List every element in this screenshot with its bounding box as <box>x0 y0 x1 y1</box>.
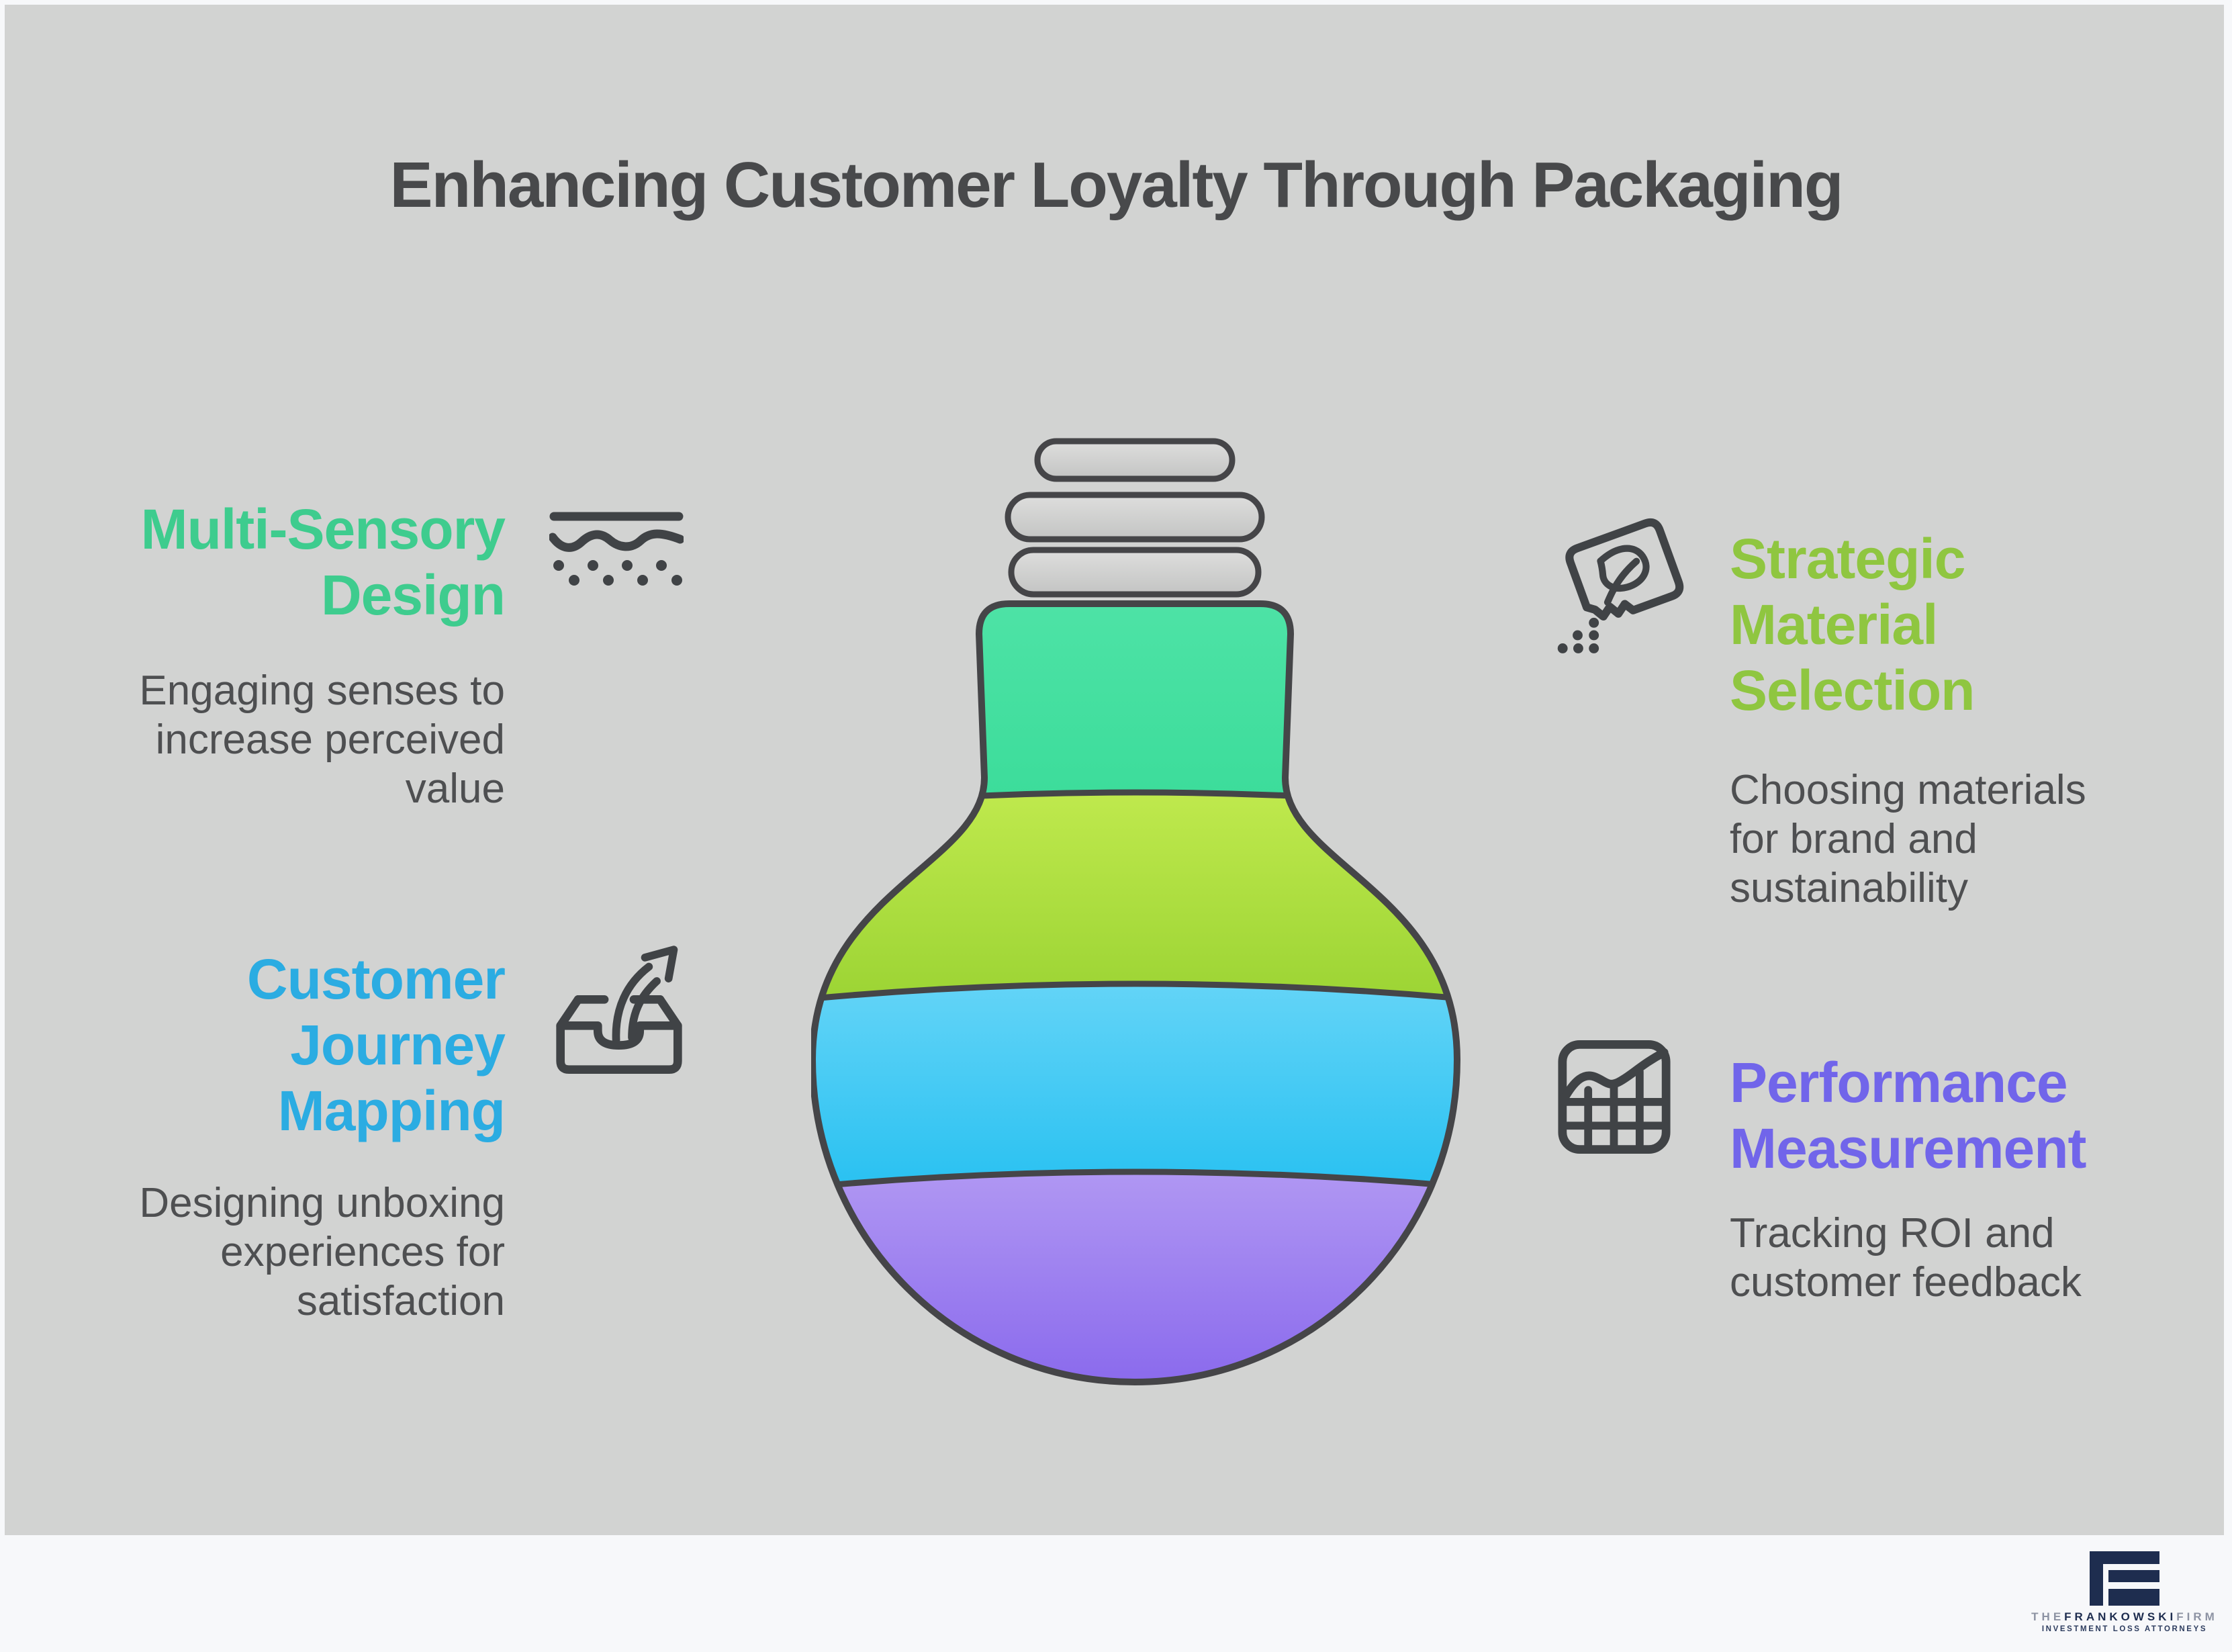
title-line: Journey <box>290 1013 506 1076</box>
title-line: Customer <box>246 948 506 1011</box>
body-line: Engaging senses to <box>139 668 505 714</box>
section-body-strategic-material-selection: Choosing materials for brand and sustain… <box>1730 766 2227 913</box>
title-line: Measurement <box>1730 1117 2087 1180</box>
section-body-performance-measurement: Tracking ROI and customer feedback <box>1730 1209 2227 1307</box>
unboxing-tray-arrow-icon <box>552 939 686 1076</box>
title-line: Mapping <box>277 1079 506 1142</box>
section-body-customer-journey-mapping: Designing unboxing experiences for satis… <box>0 1179 505 1326</box>
section-title-multi-sensory-design: Multi-Sensory Design <box>0 496 506 628</box>
section-body-multi-sensory-design: Engaging senses to increase perceived va… <box>0 666 505 813</box>
logo-the: THE <box>2031 1610 2065 1623</box>
title-line: Design <box>320 563 506 627</box>
body-line: Designing unboxing <box>139 1180 505 1226</box>
body-line: experiences for <box>220 1229 505 1275</box>
page-title: Enhancing Customer Loyalty Through Packa… <box>389 149 1844 221</box>
body-line: for brand and <box>1730 816 1978 862</box>
title-line: Multi-Sensory <box>140 498 506 561</box>
lightbulb-illustration <box>808 422 1462 1402</box>
logo-frankowski: FRANKOWSKI <box>2064 1610 2177 1623</box>
bulb-band-lime <box>812 792 1457 1000</box>
body-line: sustainability <box>1730 865 1968 911</box>
body-line: Tracking ROI and <box>1730 1210 2055 1256</box>
body-line: increase perceived <box>155 717 505 763</box>
logo-firm: FIRM <box>2176 1610 2218 1623</box>
bulb-screw-threads <box>1005 438 1265 598</box>
title-line: Material <box>1730 593 1938 656</box>
frankowski-f-monogram-icon <box>2090 1551 2159 1606</box>
section-title-performance-measurement: Performance Measurement <box>1730 1050 2227 1181</box>
bulb-band-cyan <box>812 984 1457 1188</box>
body-line: customer feedback <box>1730 1259 2082 1305</box>
lightbulb-svg <box>808 438 1461 1386</box>
body-line: value <box>405 766 505 812</box>
section-title-customer-journey-mapping: Customer Journey Mapping <box>0 946 506 1144</box>
body-line: Choosing materials <box>1730 767 2086 813</box>
title-line: Performance <box>1730 1051 2068 1114</box>
chart-grid-icon <box>1556 1037 1672 1156</box>
body-line: satisfaction <box>296 1278 505 1324</box>
title-line: Strategic <box>1730 527 1965 590</box>
seed-packet-leaf-icon <box>1555 514 1689 657</box>
bulb-outline <box>808 600 1461 1386</box>
title-line: Selection <box>1730 659 1975 722</box>
section-title-strategic-material-selection: Strategic Material Selection <box>1730 526 2227 723</box>
texture-waves-dots-icon <box>549 510 684 586</box>
logo-tagline: INVESTMENT LOSS ATTORNEYS <box>2041 1625 2208 1633</box>
